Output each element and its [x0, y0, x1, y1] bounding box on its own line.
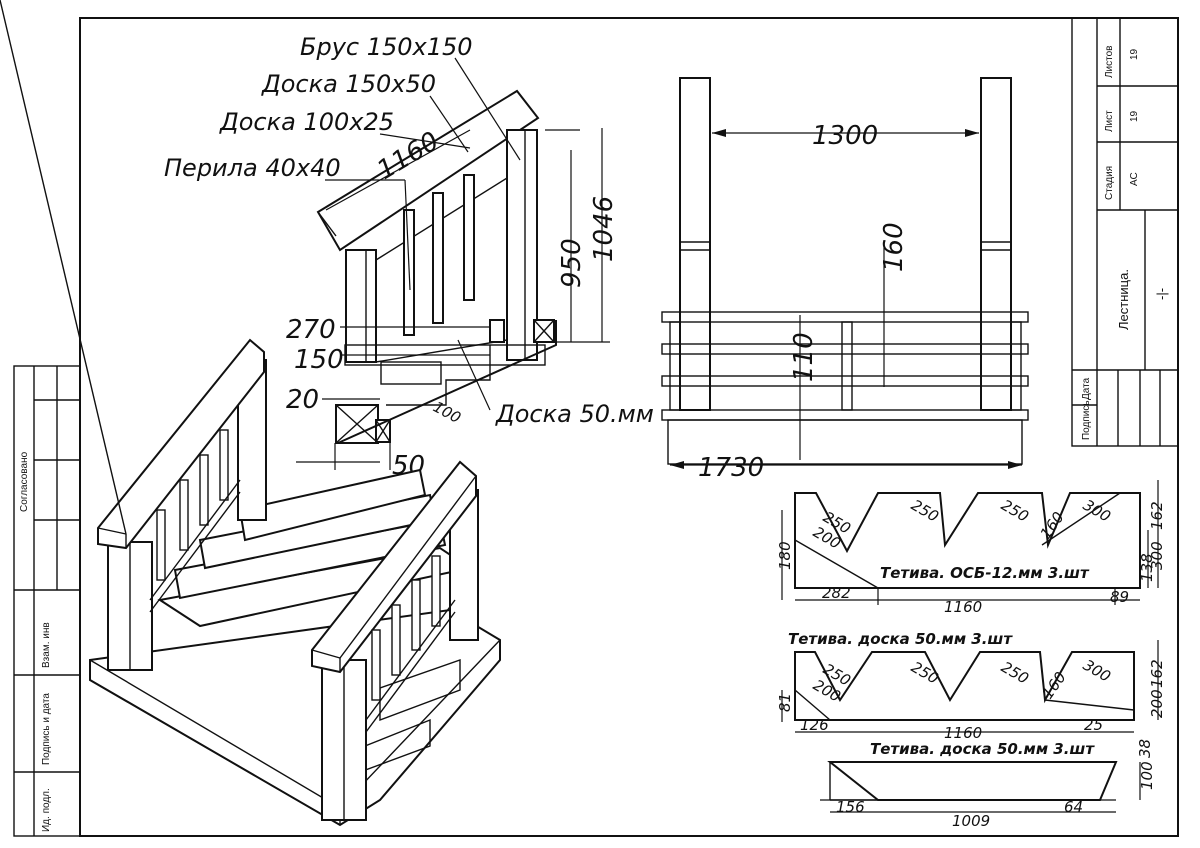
s2-dim-38: 38: [1136, 739, 1154, 758]
s2-dim-81: 81: [776, 693, 794, 712]
s1-dim-160: 160: [1037, 509, 1068, 543]
dim-20: 20: [286, 385, 319, 415]
s3-dim-156: 156: [836, 798, 865, 816]
sheets-value: 19: [1129, 48, 1140, 60]
dim-1046: 1046: [589, 196, 619, 262]
inv-orig-label: Ид. подл.: [41, 788, 52, 832]
title-block: Стадия Лист Листов АС 19 19 Лестница. -|…: [1071, 17, 1179, 447]
stringer-1-detail: 250 250 250 300 200 160 162 300 138 180 …: [776, 480, 1166, 616]
s3-dim-64: 64: [1064, 798, 1083, 816]
dim-1300: 1300: [812, 121, 878, 151]
s1-dim-138: 138: [1138, 553, 1156, 582]
dim-1730: 1730: [698, 453, 764, 483]
s1-dim-282: 282: [822, 584, 851, 602]
s2-dim-250-c: 250: [998, 658, 1032, 688]
stage-header: Стадия: [1104, 166, 1115, 200]
s1-dim-89: 89: [1110, 588, 1129, 606]
s1-dim-300-h: 300: [1148, 541, 1166, 570]
label-perila: Перила 40х40: [164, 154, 341, 182]
label-doska-150x50: Доска 150х50: [261, 70, 436, 98]
s1-caption: Тетива. ОСБ-12.мм 3.шт: [880, 564, 1090, 582]
dim-160-front: 160: [879, 222, 909, 272]
s2-dim-1160: 1160: [944, 724, 982, 742]
s3-dim-100: 100: [1138, 761, 1156, 790]
dim-100: 100: [430, 398, 464, 427]
s2-dim-25: 25: [1084, 716, 1103, 734]
s1-dim-162: 162: [1148, 501, 1166, 530]
sheets-header: Листов: [1104, 46, 1115, 79]
drawing-code: -|-: [1154, 288, 1169, 300]
s2-dim-126: 126: [800, 716, 829, 734]
dim-110: 110: [789, 332, 819, 382]
s2-dim-300: 300: [1080, 656, 1114, 686]
s1-dim-250-c: 250: [998, 496, 1032, 526]
s2-dim-250-b: 250: [908, 658, 942, 688]
dim-270: 270: [286, 315, 336, 345]
dim-950: 950: [557, 238, 587, 288]
isometric-view: [0, 0, 501, 827]
s3-dim-1009: 1009: [952, 812, 990, 830]
s1-dim-250-b: 250: [908, 496, 942, 526]
label-doska-100x25: Доска 100х25: [219, 108, 394, 136]
left-stamp-block: Согласовано Взам. инв Подпись и дата Ид.…: [13, 365, 81, 837]
label-brus: Брус 150х150: [300, 33, 473, 61]
agreed-label: Согласовано: [19, 451, 30, 512]
sheet-value: 19: [1129, 110, 1140, 122]
drawing-name: Лестница.: [1116, 269, 1131, 330]
front-elevation-view: 1300 160 110 1730: [661, 77, 1029, 483]
s1-dim-1160: 1160: [944, 598, 982, 616]
date-header: Дата: [1081, 377, 1092, 400]
stringer-3-detail: Тетива. доска 50.мм 3.шт 156 64 1009 100: [820, 740, 1156, 830]
dim-150: 150: [294, 345, 344, 375]
label-doska-50mm: Доска 50.мм: [495, 400, 654, 428]
s2-dim-200-h: 200: [1148, 689, 1166, 718]
stringer-2-detail: Тетива. доска 50.мм 3.шт 250 250 250 300…: [776, 630, 1166, 758]
s2-caption: Тетива. доска 50.мм 3.шт: [788, 630, 1013, 648]
s1-dim-180: 180: [776, 541, 794, 570]
stage-value: АС: [1129, 172, 1140, 186]
sign-date-label: Подпись и дата: [41, 693, 52, 765]
sheet-header: Лист: [1104, 110, 1115, 132]
sign-header: Подпись: [1081, 400, 1092, 440]
s2-dim-162: 162: [1148, 659, 1166, 688]
s3-caption: Тетива. доска 50.мм 3.шт: [870, 740, 1095, 758]
inv-replace-label: Взам. инв: [41, 622, 52, 668]
